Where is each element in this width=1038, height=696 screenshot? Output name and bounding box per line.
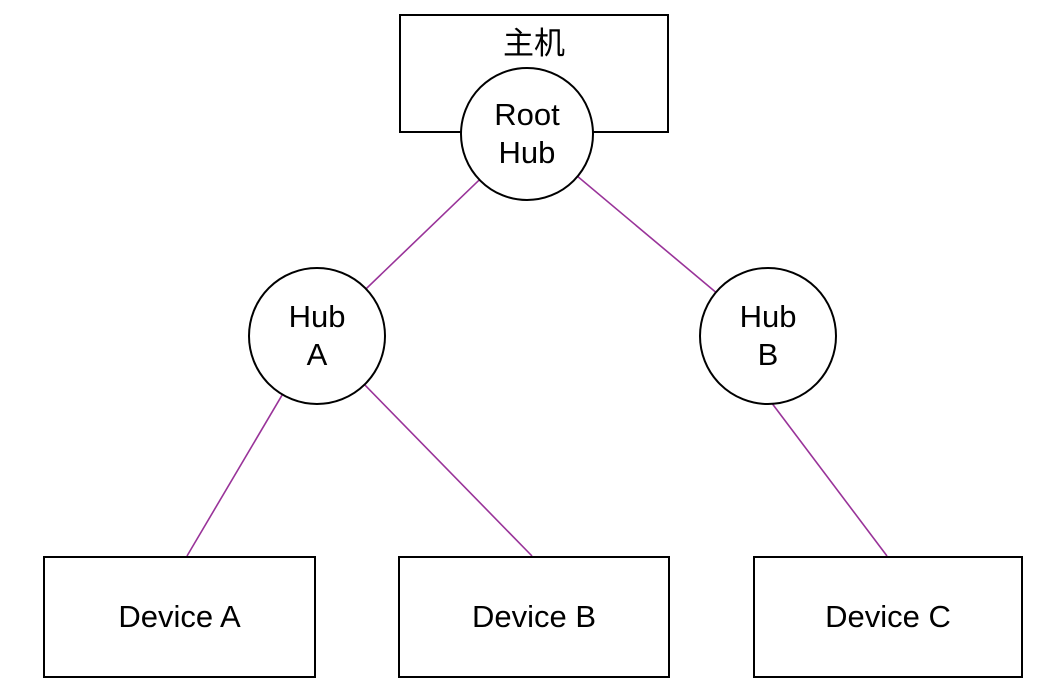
hub-a-label: Hub A [288, 299, 346, 372]
root-hub-label: Root Hub [494, 97, 560, 170]
device-a-node: Device A [43, 556, 316, 678]
host-label: 主机 [503, 26, 565, 61]
hub-b-node: Hub B [699, 267, 837, 405]
device-c-label: Device C [825, 599, 951, 634]
device-b-node: Device B [398, 556, 670, 678]
device-b-label: Device B [471, 599, 597, 634]
edge-hubb-devicec [767, 397, 888, 557]
hub-a-node: Hub A [248, 267, 386, 405]
device-a-label: Device A [118, 599, 241, 634]
root-hub-node: Root Hub [460, 67, 594, 201]
hub-b-label: Hub B [739, 299, 797, 372]
device-c-node: Device C [753, 556, 1023, 678]
